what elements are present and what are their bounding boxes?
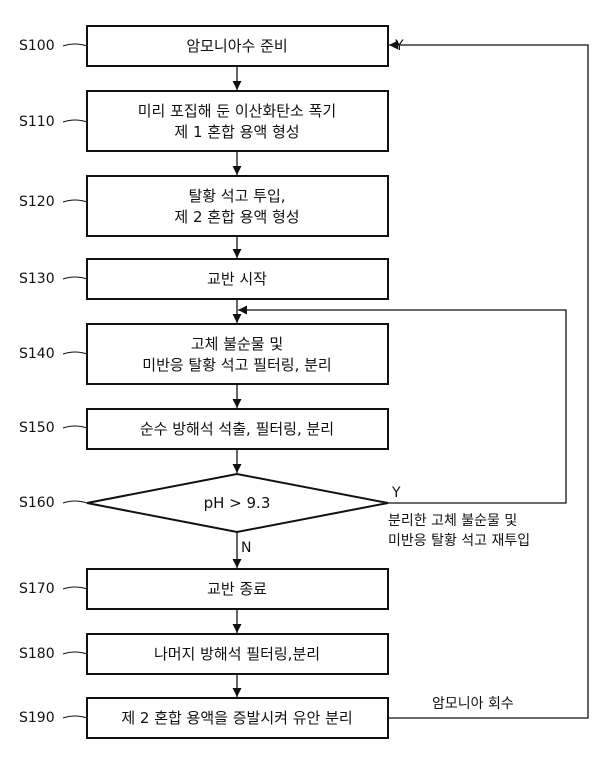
- feedback-note-line1: 분리한 고체 불순물 및: [388, 513, 517, 529]
- step-box-s140: [87, 324, 388, 384]
- step-text-s110-line1: 미리 포집해 둔 이산화탄소 폭기: [138, 102, 336, 120]
- step-box-s110: [87, 91, 388, 151]
- step-text-s120-line2: 제 2 혼합 용액 형성: [174, 208, 299, 226]
- leader-s160: [63, 501, 87, 503]
- branch-yes-label: Y: [391, 485, 401, 501]
- step-text-s140-line2: 미반응 탈황 석고 필터링, 분리: [142, 356, 331, 374]
- leader-s100: [63, 44, 87, 46]
- step-text-s170: 교반 종료: [207, 580, 267, 598]
- step-label-s130: S130: [19, 271, 55, 287]
- leader-s120: [63, 200, 87, 202]
- step-label-s100: S100: [19, 38, 55, 54]
- leader-s170: [63, 587, 87, 589]
- step-label-s110: S110: [19, 114, 55, 130]
- leader-s140: [63, 352, 87, 354]
- step-label-s170: S170: [19, 581, 55, 597]
- step-text-s180: 나머지 방해석 필터링,분리: [154, 645, 320, 663]
- step-text-s130: 교반 시작: [207, 270, 267, 288]
- step-text-s100: 암모니아수 준비: [186, 37, 287, 55]
- step-label-s180: S180: [19, 646, 55, 662]
- step-label-s190: S190: [19, 710, 55, 726]
- recycle-loop-arrow: [388, 45, 588, 718]
- step-text-s110-line2: 제 1 혼합 용액 형성: [174, 123, 299, 141]
- leader-s130: [63, 277, 87, 279]
- step-text-s120-line1: 탈황 석고 투입,: [188, 187, 285, 205]
- return-y-label: Y: [394, 38, 404, 54]
- leader-s110: [63, 120, 87, 122]
- decision-text-s160: pH > 9.3: [204, 494, 271, 512]
- step-text-s150: 순수 방해석 석출, 필터링, 분리: [140, 420, 334, 438]
- step-label-s120: S120: [19, 194, 55, 210]
- leader-s150: [63, 426, 87, 428]
- step-label-s160: S160: [19, 495, 55, 511]
- step-label-s150: S150: [19, 420, 55, 436]
- step-label-s140: S140: [19, 346, 55, 362]
- feedback-note-line2: 미반응 탈황 석고 재투입: [388, 533, 530, 549]
- step-text-s140-line1: 고체 불순물 및: [191, 335, 283, 353]
- step-text-s190: 제 2 혼합 용액을 증발시켜 유안 분리: [121, 709, 352, 727]
- step-box-s120: [87, 176, 388, 236]
- branch-no-label: N: [241, 540, 251, 556]
- leader-s180: [63, 652, 87, 654]
- leader-s190: [63, 716, 87, 718]
- recycle-note: 암모니아 회수: [432, 696, 514, 712]
